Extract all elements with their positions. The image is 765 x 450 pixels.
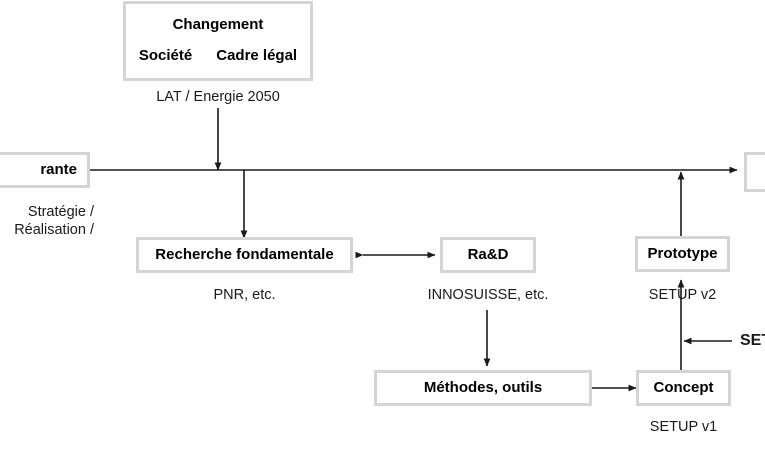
node-concept-label: Concept xyxy=(653,378,714,396)
caption-prototype-text: SETUP v2 xyxy=(648,287,717,303)
node-left-cut[interactable]: rante xyxy=(0,152,90,188)
node-recherche-fondamentale[interactable]: Recherche fondamentale xyxy=(136,237,353,273)
node-prototype-label: Prototype xyxy=(647,244,718,262)
node-changement[interactable]: Changement Société Cadre légal xyxy=(123,1,313,81)
caption-rad-text: INNOSUISSE, etc. xyxy=(427,287,549,303)
node-methodes-outils[interactable]: Méthodes, outils xyxy=(374,370,592,406)
caption-left-cut-line1: Stratégie / xyxy=(27,204,94,220)
caption-recherche: PNR, etc. xyxy=(136,286,353,304)
node-right-cut[interactable] xyxy=(744,152,765,192)
caption-concept-text: SETUP v1 xyxy=(649,419,718,435)
caption-left-cut: Stratégie / Réalisation / xyxy=(0,203,94,239)
node-changement-subrow: Société Cadre légal xyxy=(136,47,300,66)
node-left-cut-label: rante xyxy=(40,160,77,178)
node-recherche-label: Recherche fondamentale xyxy=(155,245,334,263)
label-setup-right-text: SET xyxy=(740,332,765,349)
caption-prototype: SETUP v2 xyxy=(635,286,730,304)
caption-concept: SETUP v1 xyxy=(636,418,731,436)
node-changement-cadre-legal: Cadre légal xyxy=(216,47,298,65)
node-rad[interactable]: Ra&D xyxy=(440,237,536,273)
caption-changement: LAT / Energie 2050 xyxy=(123,88,313,106)
node-prototype[interactable]: Prototype xyxy=(635,236,730,272)
caption-rad: INNOSUISSE, etc. xyxy=(418,286,558,304)
node-changement-societe: Société xyxy=(138,47,193,65)
caption-changement-text: LAT / Energie 2050 xyxy=(156,89,280,105)
node-concept[interactable]: Concept xyxy=(636,370,731,406)
caption-left-cut-line2: Réalisation / xyxy=(14,222,94,239)
caption-recherche-text: PNR, etc. xyxy=(213,287,276,303)
node-methodes-label: Méthodes, outils xyxy=(423,378,543,396)
node-rad-label: Ra&D xyxy=(467,245,509,263)
label-setup-right: SET xyxy=(740,331,765,351)
node-changement-title: Changement xyxy=(172,16,264,34)
